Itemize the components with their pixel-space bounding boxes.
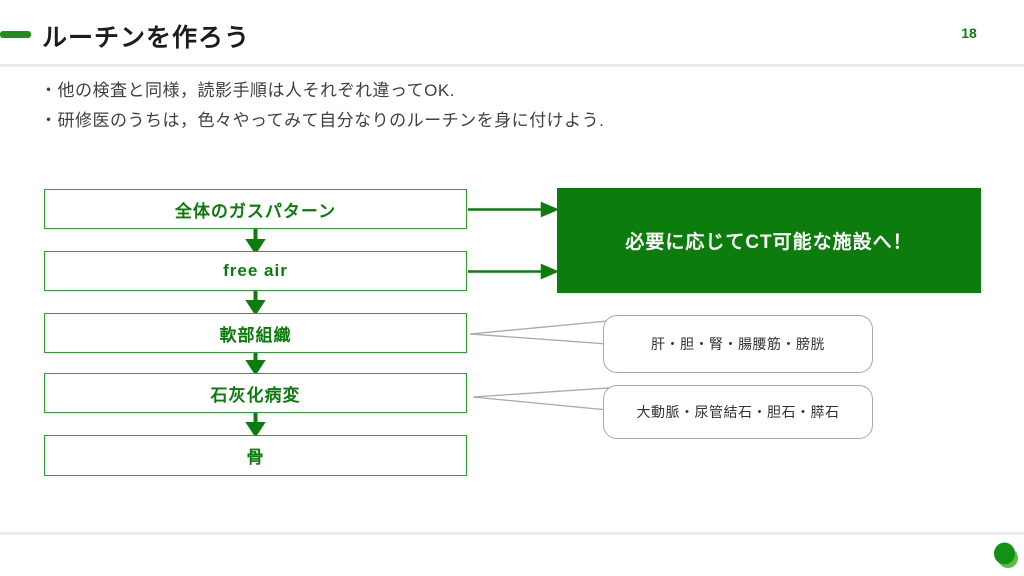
page-title: ルーチンを作ろう xyxy=(42,24,251,52)
flow-step-label: free air xyxy=(223,261,288,280)
flow-step-gas-pattern: 全体のガスパターン xyxy=(44,189,467,229)
action-box-label: 必要に応じてCT可能な施設へ！ xyxy=(625,232,913,253)
callout-soft-tissue-organs: 肝・胆・腎・腸腰筋・膀胱 xyxy=(603,315,873,373)
bullet-item: ・研修医のうちは，色々やってみて自分なりのルーチンを身に付けよう. xyxy=(40,111,605,130)
flow-step-free-air: free air xyxy=(44,251,467,291)
flow-step-soft-tissue: 軟部組織 xyxy=(44,313,467,353)
bullet-item: ・他の検査と同様，読影手順は人それぞれ違ってOK. xyxy=(40,81,455,100)
flow-step-label: 軟部組織 xyxy=(219,325,292,345)
callout-text: 大動脈・尿管結石・胆石・膵石 xyxy=(636,404,840,420)
bullet-list: ・他の検査と同様，読影手順は人それぞれ違ってOK. ・研修医のうちは，色々やって… xyxy=(40,76,604,136)
flow-step-bone: 骨 xyxy=(44,435,467,476)
flow-step-calcified-lesion: 石灰化病変 xyxy=(44,373,467,413)
flow-step-label: 石灰化病変 xyxy=(210,385,301,405)
logo-icon xyxy=(994,542,1018,568)
callout-tail-icon xyxy=(469,320,609,411)
callout-text: 肝・胆・腎・腸腰筋・膀胱 xyxy=(651,336,825,352)
title-dash-icon xyxy=(0,31,31,38)
right-arrow-icon xyxy=(468,201,560,280)
action-box-ct-facility: 必要に応じてCT可能な施設へ！ xyxy=(557,188,981,293)
callout-calcification-examples: 大動脈・尿管結石・胆石・膵石 xyxy=(603,385,873,439)
flow-step-label: 全体のガスパターン xyxy=(174,201,337,221)
flow-step-label: 骨 xyxy=(246,448,265,467)
bottom-divider xyxy=(0,532,1024,535)
top-divider xyxy=(0,64,1024,67)
page-number: 18 xyxy=(961,25,977,41)
